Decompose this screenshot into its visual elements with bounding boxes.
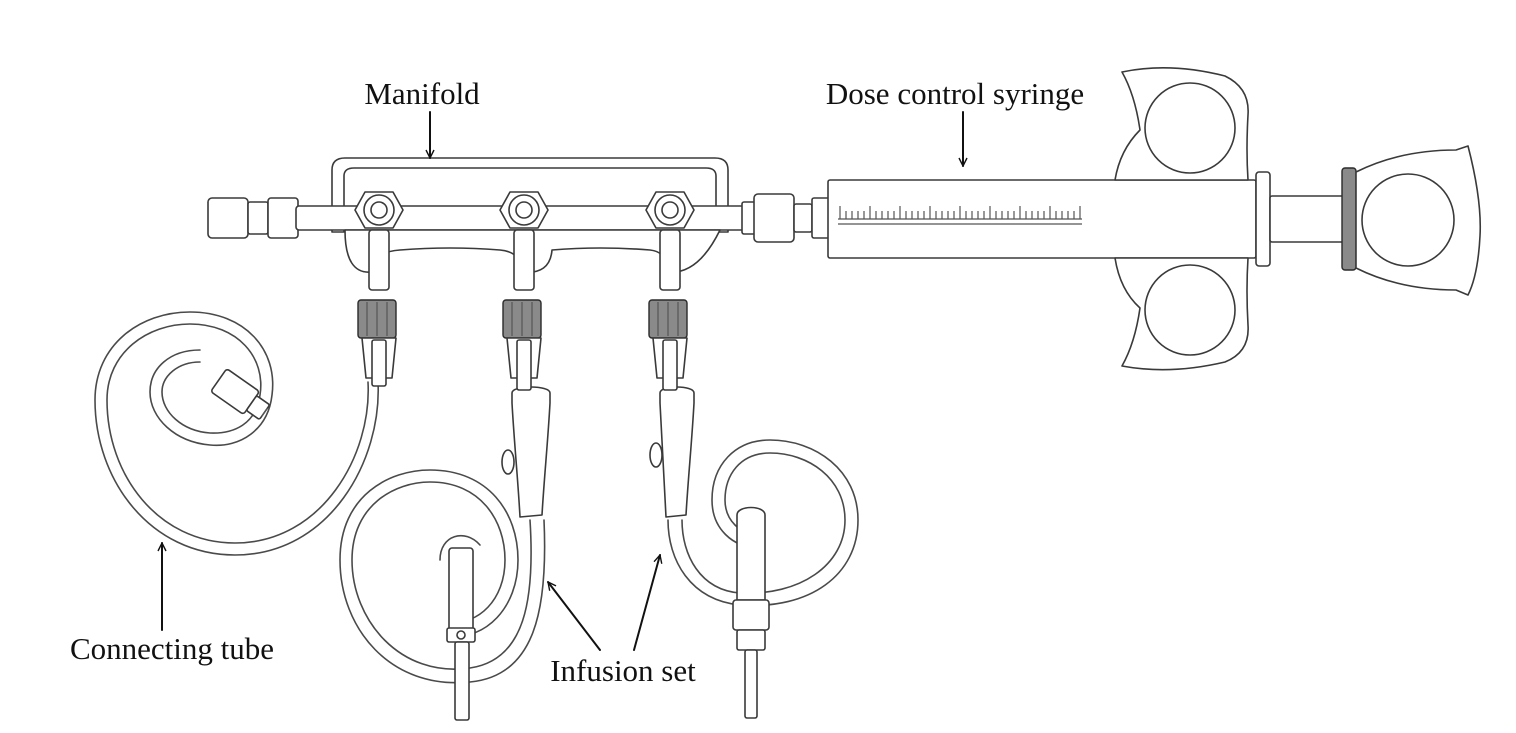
spike-chamber <box>732 506 770 719</box>
outlet-connector <box>753 193 795 243</box>
roller-clamp <box>446 547 476 721</box>
graduation-scale <box>839 206 1081 219</box>
stopcock-3 <box>645 191 695 391</box>
drip-chamber <box>511 386 551 518</box>
label-manifold: Manifold <box>364 76 480 111</box>
connecting-tube <box>94 311 379 556</box>
stopcock-2 <box>499 191 549 391</box>
tube-end-connector <box>211 368 270 420</box>
plunger-rod <box>1269 195 1345 243</box>
infusion-set-2 <box>649 386 859 719</box>
arrow-infusion-set-left <box>547 582 601 651</box>
label-dose-control-syringe: Dose control syringe <box>826 76 1084 111</box>
dose-control-syringe <box>827 67 1482 371</box>
inlet-connector <box>207 197 249 239</box>
stopcock-1 <box>354 191 404 387</box>
label-connecting-tube: Connecting tube <box>70 631 274 666</box>
manifold <box>207 157 831 391</box>
infusion-set-1 <box>339 386 551 721</box>
label-infusion-set: Infusion set <box>550 653 696 688</box>
arrow-infusion-set-right <box>633 555 660 651</box>
